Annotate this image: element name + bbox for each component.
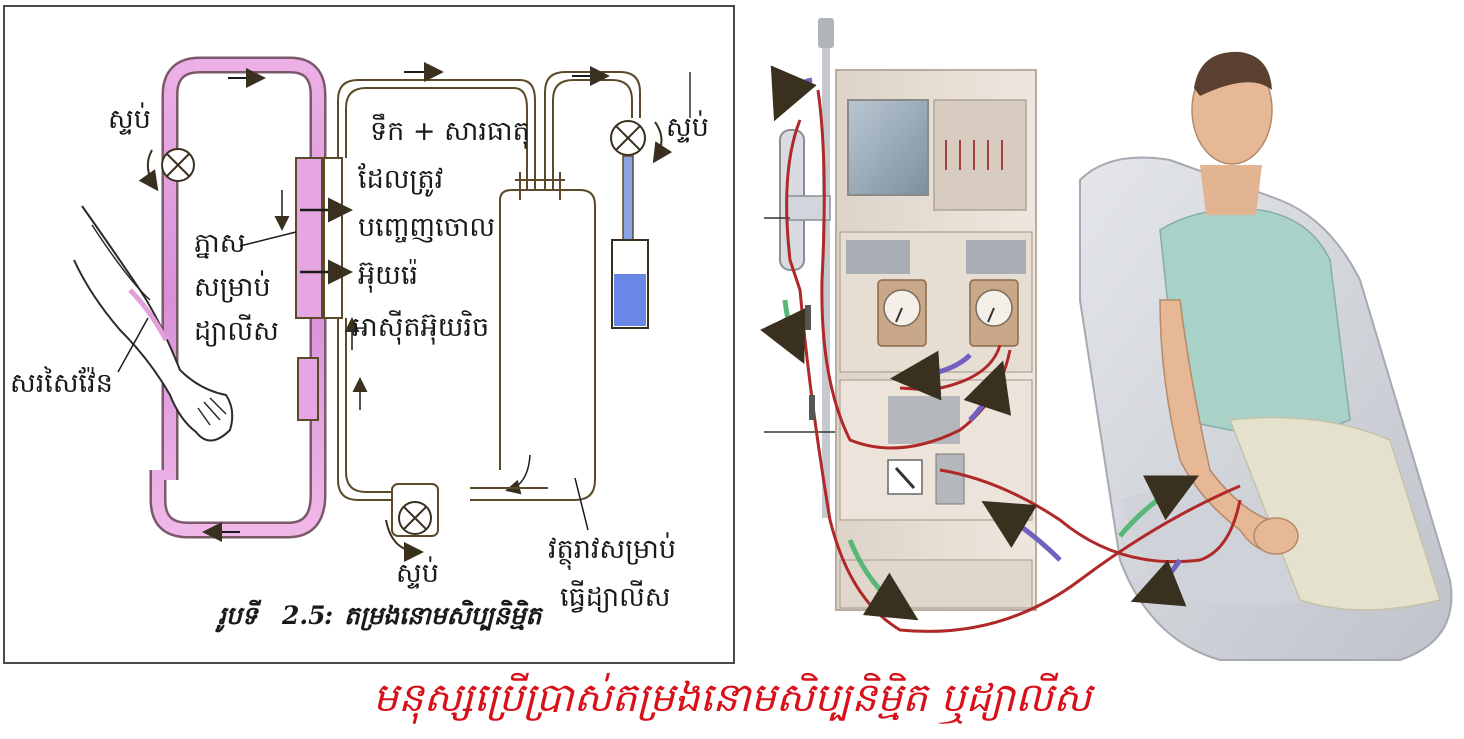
membrane-label-line-1: ភ្នាស <box>194 228 245 259</box>
return-blood-line <box>939 468 1242 564</box>
flow-arrow-icon <box>770 65 817 122</box>
display-panel <box>846 240 910 274</box>
flow-arrow-icon <box>1118 475 1199 538</box>
leader-line <box>117 317 149 373</box>
waste-label-line-4: អ៊ុយរ៉េ <box>358 258 418 293</box>
patient-arm <box>73 205 234 442</box>
caption-separator: : <box>324 601 333 630</box>
waste-label-line-1: ទឹក + សារធាតុ <box>370 113 530 149</box>
flow-arrow-icon <box>1130 558 1187 607</box>
container-cap <box>515 172 565 200</box>
dialysate-return-tube <box>345 318 400 493</box>
pump-cross-icon <box>615 125 641 151</box>
rotation-arrow-icon <box>652 121 673 164</box>
lower-display <box>888 396 960 444</box>
membrane-label-line-2: សម្រាប់ <box>194 270 271 303</box>
machine-screen <box>847 99 929 196</box>
flow-arrow-icon <box>963 360 1012 422</box>
rotation-arrow-icon <box>138 149 159 192</box>
arterial-blood-line <box>785 119 1241 633</box>
dialysate-tube <box>345 87 528 190</box>
leader-line <box>239 231 297 247</box>
membrane-label-line-3: ដ្យាលីស <box>194 314 279 347</box>
vein <box>128 288 169 342</box>
dialysis-machine-illustration <box>760 8 1462 668</box>
flow-arrow-icon <box>981 500 1062 562</box>
caption-prefix: រូបទី <box>215 599 262 633</box>
caption-number: 2.5 <box>281 601 326 630</box>
bubble-trap <box>297 357 319 421</box>
dialyzer-membrane <box>295 157 323 319</box>
fluid-label-line-2: ធ្វើដ្យាលីស <box>560 580 670 613</box>
vein-label: សរសៃវ៉ែន <box>10 366 113 399</box>
line-connector <box>805 305 815 420</box>
leader-line <box>574 477 589 531</box>
waste-label-line-5: អាស៊ីតអ៊ុយរិច <box>352 310 489 345</box>
dialysate-return-tube <box>337 318 400 501</box>
hand-fingers <box>197 397 227 426</box>
dialysate-chamber <box>323 157 343 319</box>
flow-arrow-icon <box>890 350 972 401</box>
pump-cross-icon <box>403 506 427 530</box>
pump-label-right: ស្ទប់ <box>666 110 709 143</box>
display-panel <box>966 240 1026 274</box>
patient-hand <box>1253 517 1299 555</box>
flow-arrow-icon <box>760 299 806 365</box>
indicator-lights <box>945 140 1003 170</box>
waste-label-line-2: ដែលត្រូវ <box>358 162 443 197</box>
pole-top <box>818 18 834 48</box>
patient-neck <box>1200 165 1262 215</box>
iv-pole <box>822 48 830 518</box>
pump-cross-icon <box>166 153 190 177</box>
fluid-label-line-1: វត្ថុរាវសម្រាប់ <box>548 532 676 570</box>
switch-lever <box>894 466 916 490</box>
air-detector <box>935 453 965 505</box>
dialysate-container <box>470 189 596 501</box>
page-title: មនុស្សប្រើប្រាស់តម្រងនោមសិប្បនិម្មិត ឬដ្… <box>372 675 1092 721</box>
arm-contour <box>91 224 151 301</box>
rotation-arrow-icon <box>385 519 424 562</box>
control-panel <box>933 99 1027 211</box>
waste-label-line-3: បញ្ចេញចោល <box>358 212 495 243</box>
pump-label-left: ស្ទប់ <box>108 102 151 135</box>
patient-hair <box>1194 51 1272 96</box>
flow-arrow-icon <box>847 539 919 621</box>
gauge-needle <box>987 307 995 323</box>
waste-fluid <box>614 274 646 326</box>
pump-label-bottom: ស្ទប់ <box>396 556 439 589</box>
patient-trousers <box>1228 416 1441 611</box>
kidney-diagram: ស្ទប់ ស្ទប់ ស្ទប់ ភ្នាស សម្រាប់ ដ្យាលីស … <box>3 5 735 664</box>
caption-title: តម្រងនោមសិប្បនិម្មិត <box>344 599 544 631</box>
gauge-needle <box>895 307 903 323</box>
